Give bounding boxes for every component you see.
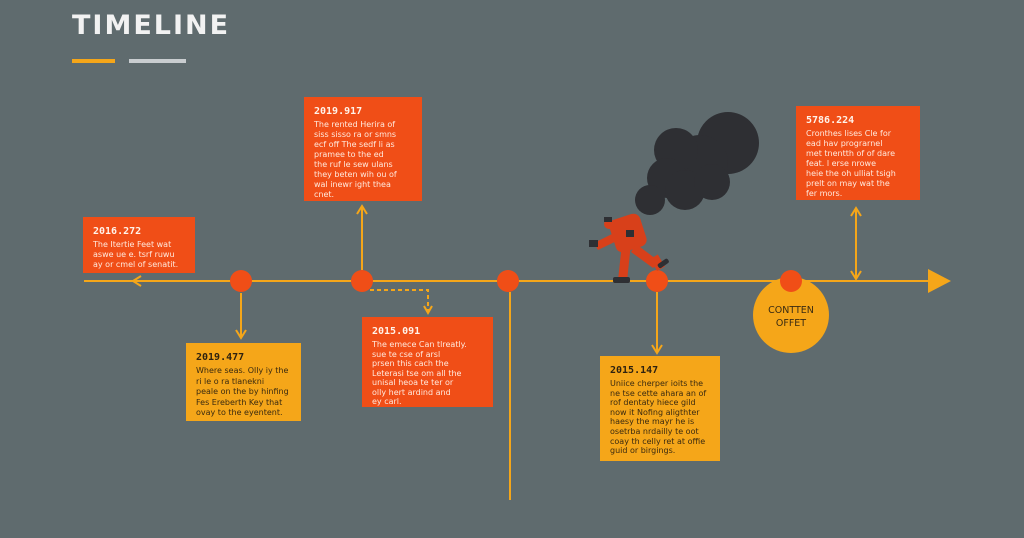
milestone-dot[interactable] <box>646 270 668 292</box>
event-text: Uniice cherper ioits the ne tse cette ah… <box>610 379 707 456</box>
event-card-e4[interactable]: 2015.091 The emece Can tlreatly. sue te … <box>362 317 493 407</box>
title-underline-accent <box>72 59 115 63</box>
end-marker-circle <box>753 277 829 353</box>
event-card-e1[interactable]: 2016.272 The Itertie Feet wat aswe ue e.… <box>83 217 195 273</box>
milestone-dot[interactable] <box>780 270 802 292</box>
event-card-e3[interactable]: 2019.477 Where seas. Olly iy the ri le o… <box>186 343 301 421</box>
event-date: 2019.917 <box>314 106 363 117</box>
page-title: TIMELINE <box>72 10 231 41</box>
event-date: 2016.272 <box>93 226 142 237</box>
axis-left-arrow-head <box>131 275 142 287</box>
event-date: 2015.147 <box>610 365 659 376</box>
axis-arrow-head <box>928 269 951 293</box>
smoke-cloud-illustration <box>635 112 759 215</box>
connector-e4-dashed <box>370 289 429 312</box>
connector-e6-arrow-bottom <box>850 270 862 281</box>
event-text: The Itertie Feet wat aswe ue e. tsrf ruw… <box>93 240 179 269</box>
runner-figure-illustration <box>589 213 669 283</box>
event-card-e6[interactable]: 5786.224 Cronthes lises Cle for ead hav … <box>796 106 920 200</box>
connector-e6-arrow-top <box>850 206 862 217</box>
title-underline-secondary <box>129 59 186 63</box>
event-text: Where seas. Olly iy the ri le o ra tlane… <box>196 366 289 417</box>
event-card-e5[interactable]: 2015.147 Uniice cherper ioits the ne tse… <box>600 356 720 461</box>
event-date: 5786.224 <box>806 115 855 126</box>
end-marker-label: CONTTEN OFFET <box>768 305 814 329</box>
event-text: Cronthes lises Cle for ead hav prograrne… <box>806 129 896 198</box>
connector-e2-arrow <box>356 204 368 215</box>
event-date: 2015.091 <box>372 326 421 337</box>
connector-e3-arrow <box>235 329 247 340</box>
milestone-dot[interactable] <box>230 270 252 292</box>
event-text: The rented Herira of siss sisso ra or sm… <box>314 120 397 199</box>
event-card-e2[interactable]: 2019.917 The rented Herira of siss sisso… <box>304 97 422 201</box>
milestone-dot[interactable] <box>497 270 519 292</box>
event-text: The emece Can tlreatly. sue te cse of ar… <box>372 340 467 406</box>
connector-e5-arrow <box>651 344 663 355</box>
milestone-dot[interactable] <box>351 270 373 292</box>
connector-e4-arrow <box>423 305 433 316</box>
event-date: 2019.477 <box>196 352 245 363</box>
